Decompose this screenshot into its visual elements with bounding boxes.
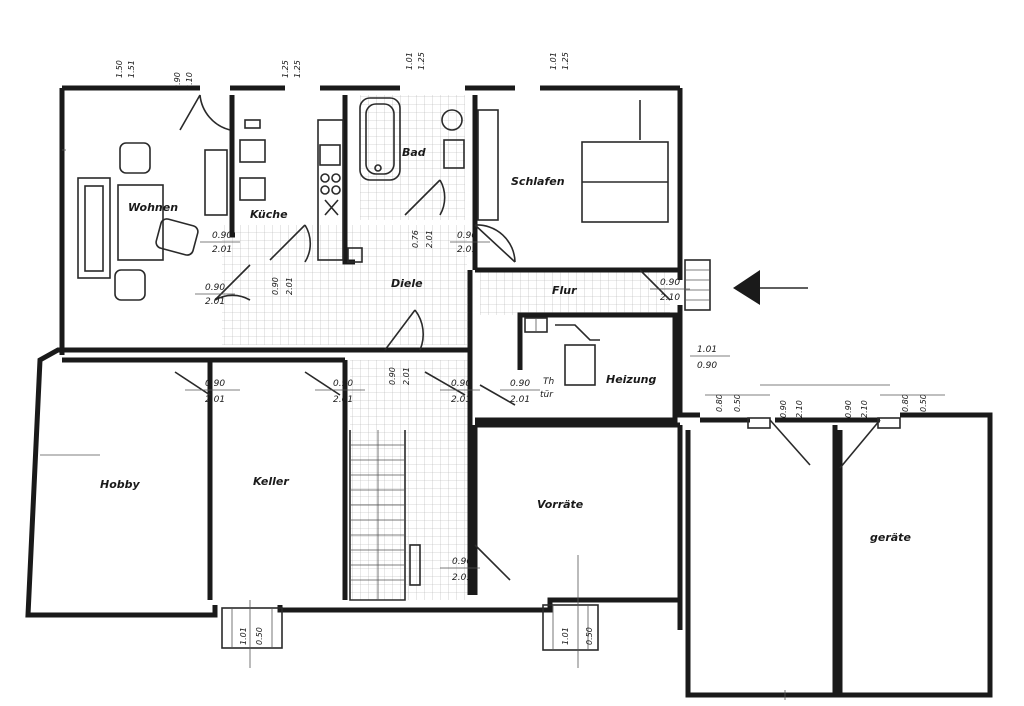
- windows: [62, 149, 901, 651]
- schlafen-furniture: [477, 100, 669, 223]
- vdim-diele-a: 0.90: [388, 367, 397, 385]
- door-dimensions: 0.90 2.01 0.90 2.01 0.90 2.01 0.90 2.10 …: [185, 231, 730, 583]
- dim-diele-h: 2.01: [205, 297, 225, 307]
- room-label-kueche: Küche: [250, 208, 288, 221]
- vdim-win-2b: 0.50: [585, 627, 594, 645]
- kueche-furniture: [239, 119, 363, 263]
- dim-entry-h: 0.90: [697, 361, 717, 371]
- room-label-diele: Diele: [391, 277, 423, 290]
- vdim-win-1b: 0.50: [255, 627, 264, 645]
- vdim-top-2a: 0.90: [173, 72, 182, 90]
- door-swings: [174, 94, 881, 581]
- room-label-wohnen: Wohnen: [128, 201, 178, 214]
- wohnen-furniture: [77, 142, 228, 301]
- room-label-hobby: Hobby: [100, 478, 141, 491]
- dim-flur-w: 0.90: [660, 278, 680, 288]
- dim-schlafen-h: 2.01: [457, 245, 477, 255]
- vdim-g3b: 2.10: [860, 400, 869, 418]
- dim-flur-h: 2.10: [660, 293, 680, 303]
- bad-fixtures: [359, 97, 465, 181]
- entrance-arrow-icon: [733, 270, 760, 305]
- dim-hobby-h: 2.01: [205, 395, 225, 405]
- vdim-top-4a: 1.01: [405, 52, 414, 70]
- room-label-keller: Keller: [253, 475, 289, 488]
- dim-vorraete-w: 0.90: [452, 557, 472, 567]
- flur-floor: [480, 270, 670, 315]
- outer-walls: [25, 85, 993, 698]
- room-label-geraete: geräte: [870, 531, 911, 544]
- vdim-top-1a: 1.50: [115, 60, 124, 78]
- vdim-top-5b: 1.25: [561, 52, 570, 70]
- vdim-bad-b: 2.01: [425, 230, 434, 248]
- interior-walls: [59, 95, 838, 695]
- stairs: [349, 430, 421, 601]
- dim-stair-w: 0.90: [451, 379, 471, 389]
- vdim-g2b: 2.10: [795, 400, 804, 418]
- dim-keller-w: 0.90: [333, 379, 353, 389]
- vdim-kueche-b: 2.01: [285, 277, 294, 295]
- vdim-top-1b: 1.51: [127, 60, 136, 78]
- vdim-g4a: 0.80: [901, 394, 910, 412]
- room-label-bad: Bad: [402, 146, 426, 159]
- room-label-heizung: Heizung: [606, 373, 657, 386]
- dim-keller-h: 2.01: [333, 395, 353, 405]
- dim-vorraete-h: 2.01: [452, 573, 472, 583]
- room-label-vorraete: Vorräte: [537, 498, 584, 511]
- vdim-top-2b: 2.10: [185, 72, 194, 90]
- vdim-top-5a: 1.01: [549, 52, 558, 70]
- entrance: [684, 259, 808, 311]
- dim-heizung-w: 0.90: [510, 379, 530, 389]
- vertical-dimensions: 1.50 1.51 0.90 2.10 1.25 1.25 1.01 1.25 …: [115, 52, 945, 645]
- vdim-g1a: 0.80: [715, 394, 724, 412]
- bad-floor: [360, 95, 465, 220]
- dim-hobby-w: 0.90: [205, 379, 225, 389]
- heizung-equipment: [524, 317, 600, 386]
- room-label-schlafen: Schlafen: [511, 175, 565, 188]
- label-tuer-bottom: tür: [540, 390, 554, 400]
- label-tuer-top: Th: [543, 377, 554, 387]
- vdim-win-1a: 1.01: [239, 627, 248, 645]
- dim-diele-w: 0.90: [205, 283, 225, 293]
- dim-wohnen-h: 2.01: [212, 245, 232, 255]
- vdim-diele-b: 2.01: [402, 367, 411, 385]
- vdim-g2a: 0.90: [779, 400, 788, 418]
- vdim-top-4b: 1.25: [417, 52, 426, 70]
- dim-entry-w: 1.01: [697, 345, 717, 355]
- dim-stair-h: 2.01: [451, 395, 471, 405]
- vdim-top-3b: 1.25: [293, 60, 302, 78]
- room-label-flur: Flur: [552, 284, 577, 297]
- vdim-bad-a: 0.76: [411, 230, 420, 248]
- dim-schlafen-w: 0.90: [457, 231, 477, 241]
- vdim-g3a: 0.90: [844, 400, 853, 418]
- vdim-win-2a: 1.01: [561, 627, 570, 645]
- vdim-top-3a: 1.25: [281, 60, 290, 78]
- dim-heizung-h: 2.01: [510, 395, 530, 405]
- vdim-g4b: 0.50: [919, 394, 928, 412]
- section-marks: [40, 454, 786, 700]
- room-labels: Wohnen Küche Bad Schlafen Diele Flur Hei…: [100, 146, 911, 544]
- vdim-g1b: 0.50: [733, 394, 742, 412]
- vdim-kueche-a: 0.90: [271, 277, 280, 295]
- dim-wohnen-w: 0.90: [212, 231, 232, 241]
